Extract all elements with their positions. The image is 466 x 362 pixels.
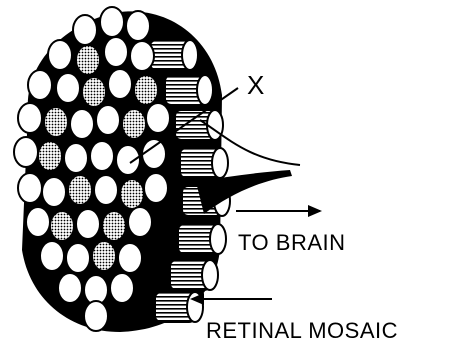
retinal-mosaic-arrow — [190, 293, 272, 305]
receptor-rod-30 — [144, 173, 168, 203]
receptor-rod-43 — [84, 301, 108, 331]
receptor-cone-38 — [92, 241, 116, 271]
receptor-cone-27 — [68, 175, 92, 205]
receptor-rod-7 — [130, 41, 154, 71]
receptor-side-cap-3 — [207, 110, 223, 140]
receptor-rod-24 — [142, 139, 166, 169]
receptor-cone-14 — [44, 107, 68, 137]
receptor-rod-40 — [58, 273, 82, 303]
receptor-rod-39 — [118, 243, 142, 273]
receptor-rod-11 — [108, 69, 132, 99]
receptor-rod-28 — [94, 175, 118, 205]
receptor-rod-1 — [73, 15, 97, 45]
receptor-rod-42 — [110, 273, 134, 303]
receptor-rod-2 — [100, 7, 124, 37]
receptor-side-cap-4 — [212, 148, 228, 178]
receptor-rod-33 — [76, 209, 100, 239]
receptor-rod-23 — [116, 145, 140, 175]
receptor-rod-21 — [64, 143, 88, 173]
receptor-rod-8 — [28, 70, 52, 100]
receptor-cone-12 — [134, 75, 158, 105]
receptor-cone-5 — [76, 45, 100, 75]
receptor-rod-37 — [66, 243, 90, 273]
receptor-side-cap-1 — [182, 40, 198, 70]
receptor-rod-18 — [146, 103, 170, 133]
retinal-mosaic-label: RETINAL MOSAIC — [206, 318, 398, 344]
receptor-rod-19 — [14, 137, 38, 167]
receptor-side-cap-2 — [197, 75, 213, 105]
to-brain-arrow — [236, 205, 322, 217]
x-label: X — [247, 70, 265, 101]
receptor-rod-16 — [96, 105, 120, 135]
receptor-rod-3 — [126, 11, 150, 41]
receptor-rod-31 — [26, 207, 50, 237]
receptor-cone-29 — [120, 179, 144, 209]
receptor-rod-26 — [42, 177, 66, 207]
receptor-cone-34 — [102, 211, 126, 241]
receptor-rod-22 — [90, 141, 114, 171]
receptor-rod-4 — [48, 40, 72, 70]
receptor-rod-36 — [40, 241, 64, 271]
receptor-cone-17 — [122, 109, 146, 139]
to-brain-label: TO BRAIN — [238, 230, 346, 256]
receptor-side-cap-7 — [202, 260, 218, 290]
receptor-side-cap-6 — [210, 224, 226, 254]
receptor-cone-10 — [82, 77, 106, 107]
receptor-rod-35 — [128, 207, 152, 237]
receptor-rod-25 — [18, 173, 42, 203]
receptor-cone-20 — [38, 141, 62, 171]
receptor-rod-13 — [18, 103, 42, 133]
receptor-rod-6 — [104, 37, 128, 67]
receptor-rod-9 — [56, 73, 80, 103]
receptor-cone-32 — [50, 211, 74, 241]
receptor-rod-15 — [70, 109, 94, 139]
